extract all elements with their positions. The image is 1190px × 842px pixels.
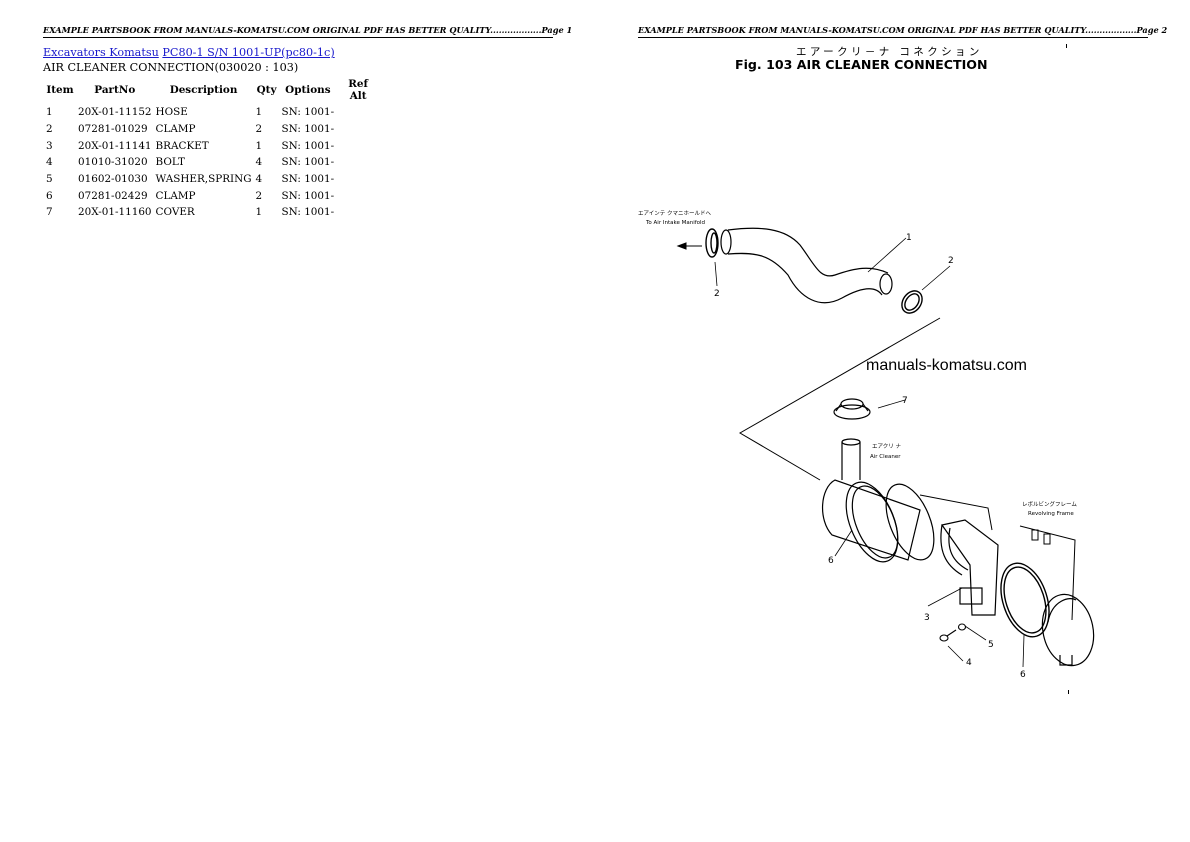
margin-mark-top (1066, 44, 1067, 48)
callout-6-right: 6 (1020, 670, 1026, 680)
cell-item: 2 (46, 123, 53, 136)
cell-description: COVER (155, 206, 195, 219)
diagram-svg: エアークリ－ナ コネクション Fig. 103 AIR CLEANER CONN… (638, 46, 1095, 680)
col-header-description: Description (169, 84, 238, 96)
cell-options: SN: 1001- (281, 156, 335, 169)
bolt-part (939, 629, 957, 642)
cell-description: BOLT (155, 156, 185, 169)
cell-refalt (336, 154, 380, 171)
exploded-parts-diagram: エアークリ－ナ コネクション Fig. 103 AIR CLEANER CONN… (620, 40, 1160, 700)
cell-options: SN: 1001- (281, 106, 335, 119)
cell-item: 7 (46, 206, 53, 219)
cell-refalt (336, 204, 380, 221)
cell-options: SN: 1001- (281, 173, 335, 186)
callout-4: 4 (966, 658, 972, 668)
diagram-title-jp: エアークリ－ナ コネクション (796, 46, 983, 58)
revolving-frame (919, 494, 1076, 621)
cell-item: 1 (46, 106, 53, 119)
breadcrumb: Excavators Komatsu PC80-1 S/N 1001-UP(pc… (43, 46, 335, 59)
cell-qty: 2 (255, 189, 263, 202)
cell-partno: 01010-31020 (78, 156, 148, 169)
col-header-item: Item (46, 84, 74, 96)
end-cap-part (1041, 593, 1095, 667)
table-row: 6 07281-02429 CLAMP 2 SN: 1001- (44, 187, 380, 204)
cell-description: BRACKET (155, 139, 209, 152)
col-header-qty: Qty (256, 84, 277, 96)
cell-partno: 01602-01030 (78, 173, 148, 186)
cell-qty: 4 (255, 173, 263, 186)
page-header-left: EXAMPLE PARTSBOOK FROM MANUALS-KOMATSU.C… (43, 25, 572, 38)
cell-partno: 07281-01029 (78, 123, 148, 136)
table-row: 1 20X-01-11152 HOSE 1 SN: 1001- (44, 104, 380, 121)
cell-description: CLAMP (155, 189, 196, 202)
callout-2-right: 2 (948, 256, 954, 266)
label-frame: Revolving Frame (1028, 511, 1074, 517)
cell-item: 4 (46, 156, 53, 169)
cell-refalt (336, 121, 380, 138)
cell-refalt (336, 104, 380, 121)
label-cleaner-jp: エアクリ ナ (872, 443, 901, 450)
intake-arrow-icon (676, 242, 702, 250)
parts-table: Item PartNo Description Qty Options Ref … (44, 77, 380, 221)
air-cleaner-part (821, 438, 935, 563)
callout-2-left: 2 (714, 289, 720, 299)
leader-lines (714, 237, 1025, 668)
diagram-title: Fig. 103 AIR CLEANER CONNECTION (735, 57, 988, 72)
cell-item: 5 (46, 173, 53, 186)
bracket-part (940, 519, 999, 616)
cell-qty: 1 (255, 106, 263, 119)
cell-partno: 20X-01-11152 (78, 106, 152, 119)
cell-refalt (336, 137, 380, 154)
cell-options: SN: 1001- (281, 139, 335, 152)
callout-1: 1 (906, 233, 912, 243)
table-header-row: Item PartNo Description Qty Options Ref … (44, 77, 380, 104)
col-header-partno: PartNo (94, 84, 136, 96)
cell-refalt (336, 187, 380, 204)
callout-3: 3 (924, 613, 930, 623)
table-row: 3 20X-01-11141 BRACKET 1 SN: 1001- (44, 137, 380, 154)
table-row: 7 20X-01-11160 COVER 1 SN: 1001- (44, 204, 380, 221)
cell-options: SN: 1001- (281, 206, 335, 219)
label-intake-jp: エアインテ クマニホールドへ (638, 210, 711, 217)
cell-description: WASHER,SPRING (155, 173, 252, 186)
table-row: 2 07281-01029 CLAMP 2 SN: 1001- (44, 121, 380, 138)
margin-mark-bottom (1068, 690, 1069, 694)
cell-qty: 1 (255, 139, 263, 152)
table-row: 4 01010-31020 BOLT 4 SN: 1001- (44, 154, 380, 171)
cell-options: SN: 1001- (281, 123, 335, 136)
callout-7: 7 (902, 396, 908, 406)
cell-refalt (336, 171, 380, 188)
watermark-text: manuals-komatsu.com (866, 357, 1027, 374)
hose-part (720, 227, 893, 304)
cell-partno: 20X-01-11160 (78, 206, 152, 219)
cell-options: SN: 1001- (281, 189, 335, 202)
cell-partno: 20X-01-11141 (78, 139, 152, 152)
callout-6-left: 6 (828, 556, 834, 566)
cell-item: 3 (46, 139, 53, 152)
cell-qty: 2 (255, 123, 263, 136)
label-cleaner: Air Cleaner (870, 454, 901, 460)
breadcrumb-link-excavators[interactable]: Excavators Komatsu (43, 46, 159, 59)
cover-part (833, 398, 871, 420)
spring-washer-part (957, 623, 967, 631)
breadcrumb-link-model[interactable]: PC80-1 S/N 1001-UP(pc80-1c) (162, 46, 335, 59)
label-frame-jp: レボルビングフレーム (1022, 500, 1077, 508)
cell-partno: 07281-02429 (78, 189, 148, 202)
cell-description: CLAMP (155, 123, 196, 136)
section-title: AIR CLEANER CONNECTION(030020 : 103) (43, 61, 299, 74)
cell-description: HOSE (155, 106, 188, 119)
clamp-left-part (705, 228, 719, 258)
clamp-right-part (901, 290, 923, 314)
cell-qty: 1 (255, 206, 263, 219)
clamp-6-right-part (1000, 562, 1050, 638)
cell-item: 6 (46, 189, 53, 202)
table-row: 5 01602-01030 WASHER,SPRING 4 SN: 1001- (44, 171, 380, 188)
cell-qty: 4 (255, 156, 263, 169)
callout-5: 5 (988, 640, 994, 650)
col-header-options: Options (285, 84, 331, 96)
page-header-right: EXAMPLE PARTSBOOK FROM MANUALS-KOMATSU.C… (638, 25, 1167, 38)
label-intake: To Air Intake Manifold (645, 220, 705, 226)
col-header-refalt: Ref Alt (348, 78, 369, 102)
